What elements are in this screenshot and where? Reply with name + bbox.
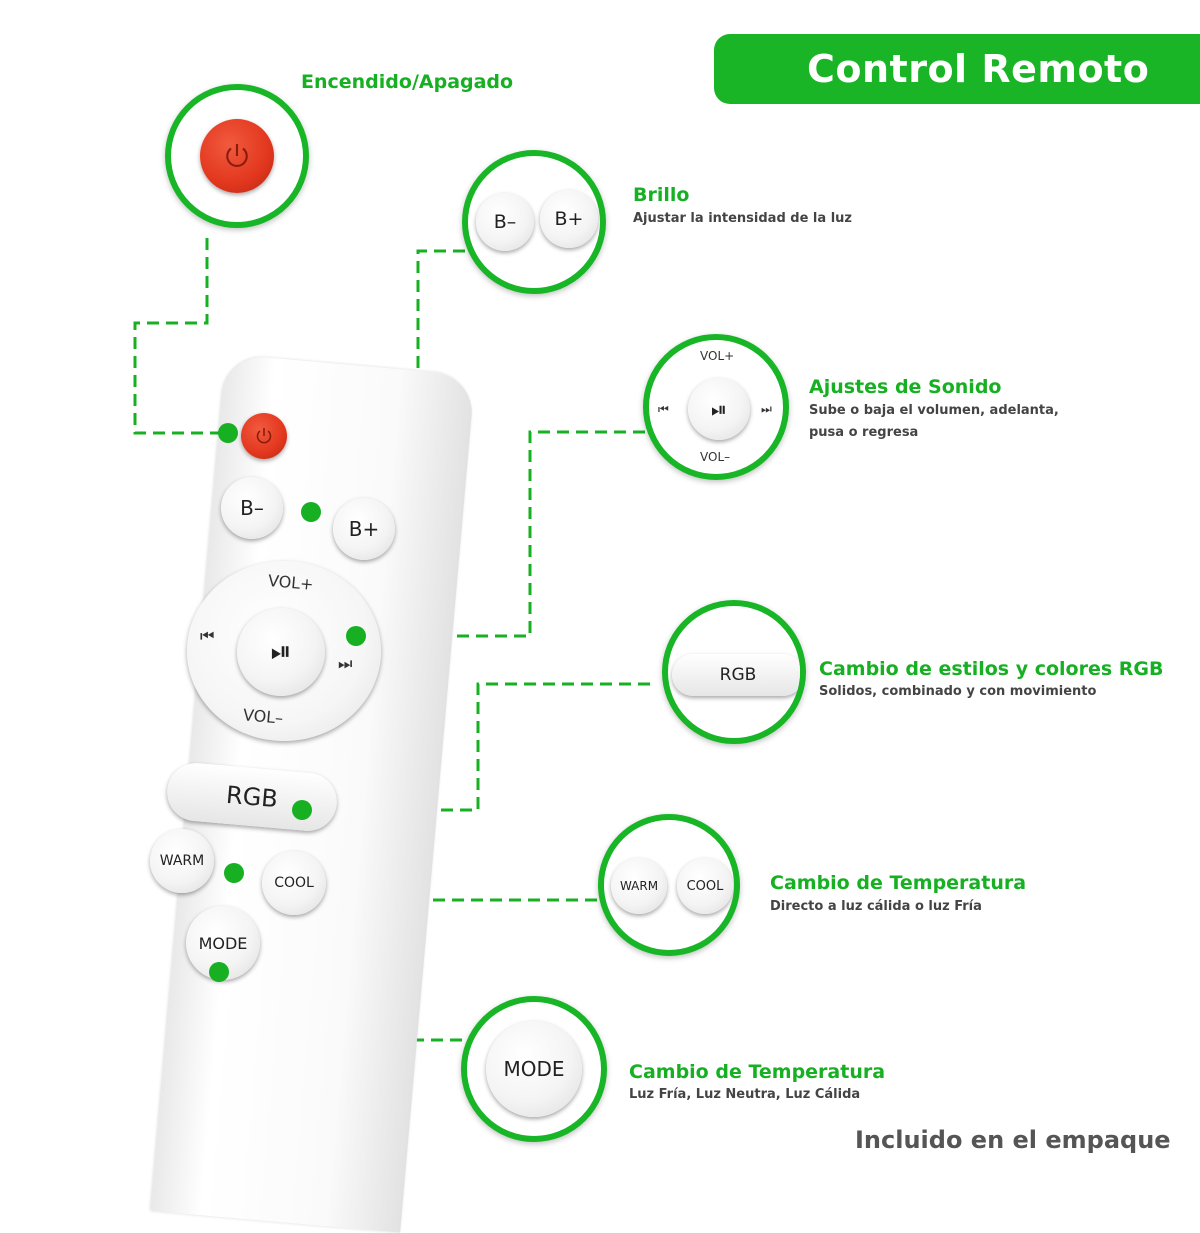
play-pause-icon: ⏯	[711, 397, 727, 421]
temperature-desc: Directo a luz cálida o luz Fría	[770, 899, 982, 914]
power-zoom-button[interactable]	[200, 119, 274, 193]
remote-prev-icon[interactable]: ⏮	[200, 626, 215, 645]
rgb-anchor-dot	[292, 800, 312, 820]
brightness-title: Brillo	[633, 184, 690, 206]
remote-vol-down-label[interactable]: VOL–	[242, 705, 284, 728]
rgb-zoom-button[interactable]: RGB	[672, 654, 800, 696]
mode-title: Cambio de Temperatura	[629, 1061, 886, 1083]
sound-desc-line1: Sube o baja el volumen, adelanta,	[809, 403, 1059, 418]
remote-warm-button[interactable]: WARM	[150, 829, 214, 893]
rgb-desc: Solidos, combinado y con movimiento	[819, 684, 1097, 699]
sound-desc-line2: pusa o regresa	[809, 425, 919, 440]
prev-zoom-icon[interactable]: ⏮	[658, 402, 669, 416]
remote-vol-up-label[interactable]: VOL+	[267, 571, 315, 594]
brightness-down-zoom-button[interactable]: B–	[476, 193, 534, 251]
title-banner: Control Remoto	[714, 34, 1200, 104]
vol-down-zoom-label[interactable]: VOL–	[700, 450, 731, 464]
mode-zoom-button[interactable]: MODE	[486, 1021, 582, 1117]
brightness-zoom-circle: B– B+	[462, 150, 606, 294]
mode-desc: Luz Fría, Luz Neutra, Luz Cálida	[629, 1087, 861, 1102]
footer-text: Incluido en el empaque	[855, 1126, 1171, 1154]
sound-zoom-circle: VOL+ VOL– ⏮ ⏭ ⏯	[643, 334, 789, 480]
power-anchor-dot	[218, 423, 238, 443]
play-pause-zoom-button[interactable]: ⏯	[688, 378, 750, 440]
remote-brightness-down-button[interactable]: B–	[221, 477, 283, 539]
temperature-connector	[231, 841, 597, 902]
brightness-anchor-dot	[301, 502, 321, 522]
page-title: Control Remoto	[807, 47, 1150, 91]
temperature-title: Cambio de Temperatura	[770, 872, 1027, 894]
play-pause-icon: ⏯	[270, 636, 292, 667]
next-zoom-icon[interactable]: ⏭	[761, 402, 772, 416]
sound-title: Ajustes de Sonido	[809, 376, 1002, 398]
mode-zoom-circle: MODE	[461, 996, 607, 1142]
remote-play-pause-button[interactable]: ⏯	[237, 608, 325, 696]
rgb-title: Cambio de estilos y colores RGB	[819, 658, 1164, 680]
remote-power-button[interactable]	[241, 413, 287, 459]
remote-cool-button[interactable]: COOL	[262, 851, 326, 915]
temperature-anchor-dot	[224, 863, 244, 883]
brightness-up-zoom-button[interactable]: B+	[540, 190, 598, 248]
sound-anchor-dot	[346, 626, 366, 646]
power-connector	[133, 238, 228, 435]
brightness-desc: Ajustar la intensidad de la luz	[633, 211, 852, 226]
power-title: Encendido/Apagado	[301, 71, 514, 93]
warm-zoom-button[interactable]: WARM	[611, 858, 667, 914]
power-zoom-circle	[165, 84, 309, 228]
mode-anchor-dot	[209, 962, 229, 982]
remote-next-icon[interactable]: ⏭	[338, 654, 353, 673]
power-icon	[226, 144, 248, 167]
cool-zoom-button[interactable]: COOL	[677, 858, 733, 914]
temperature-zoom-circle: WARM COOL	[598, 814, 740, 956]
vol-up-zoom-label[interactable]: VOL+	[700, 349, 735, 363]
rgb-zoom-circle: RGB	[662, 600, 806, 744]
remote-brightness-up-button[interactable]: B+	[333, 498, 395, 560]
power-icon	[256, 428, 272, 444]
